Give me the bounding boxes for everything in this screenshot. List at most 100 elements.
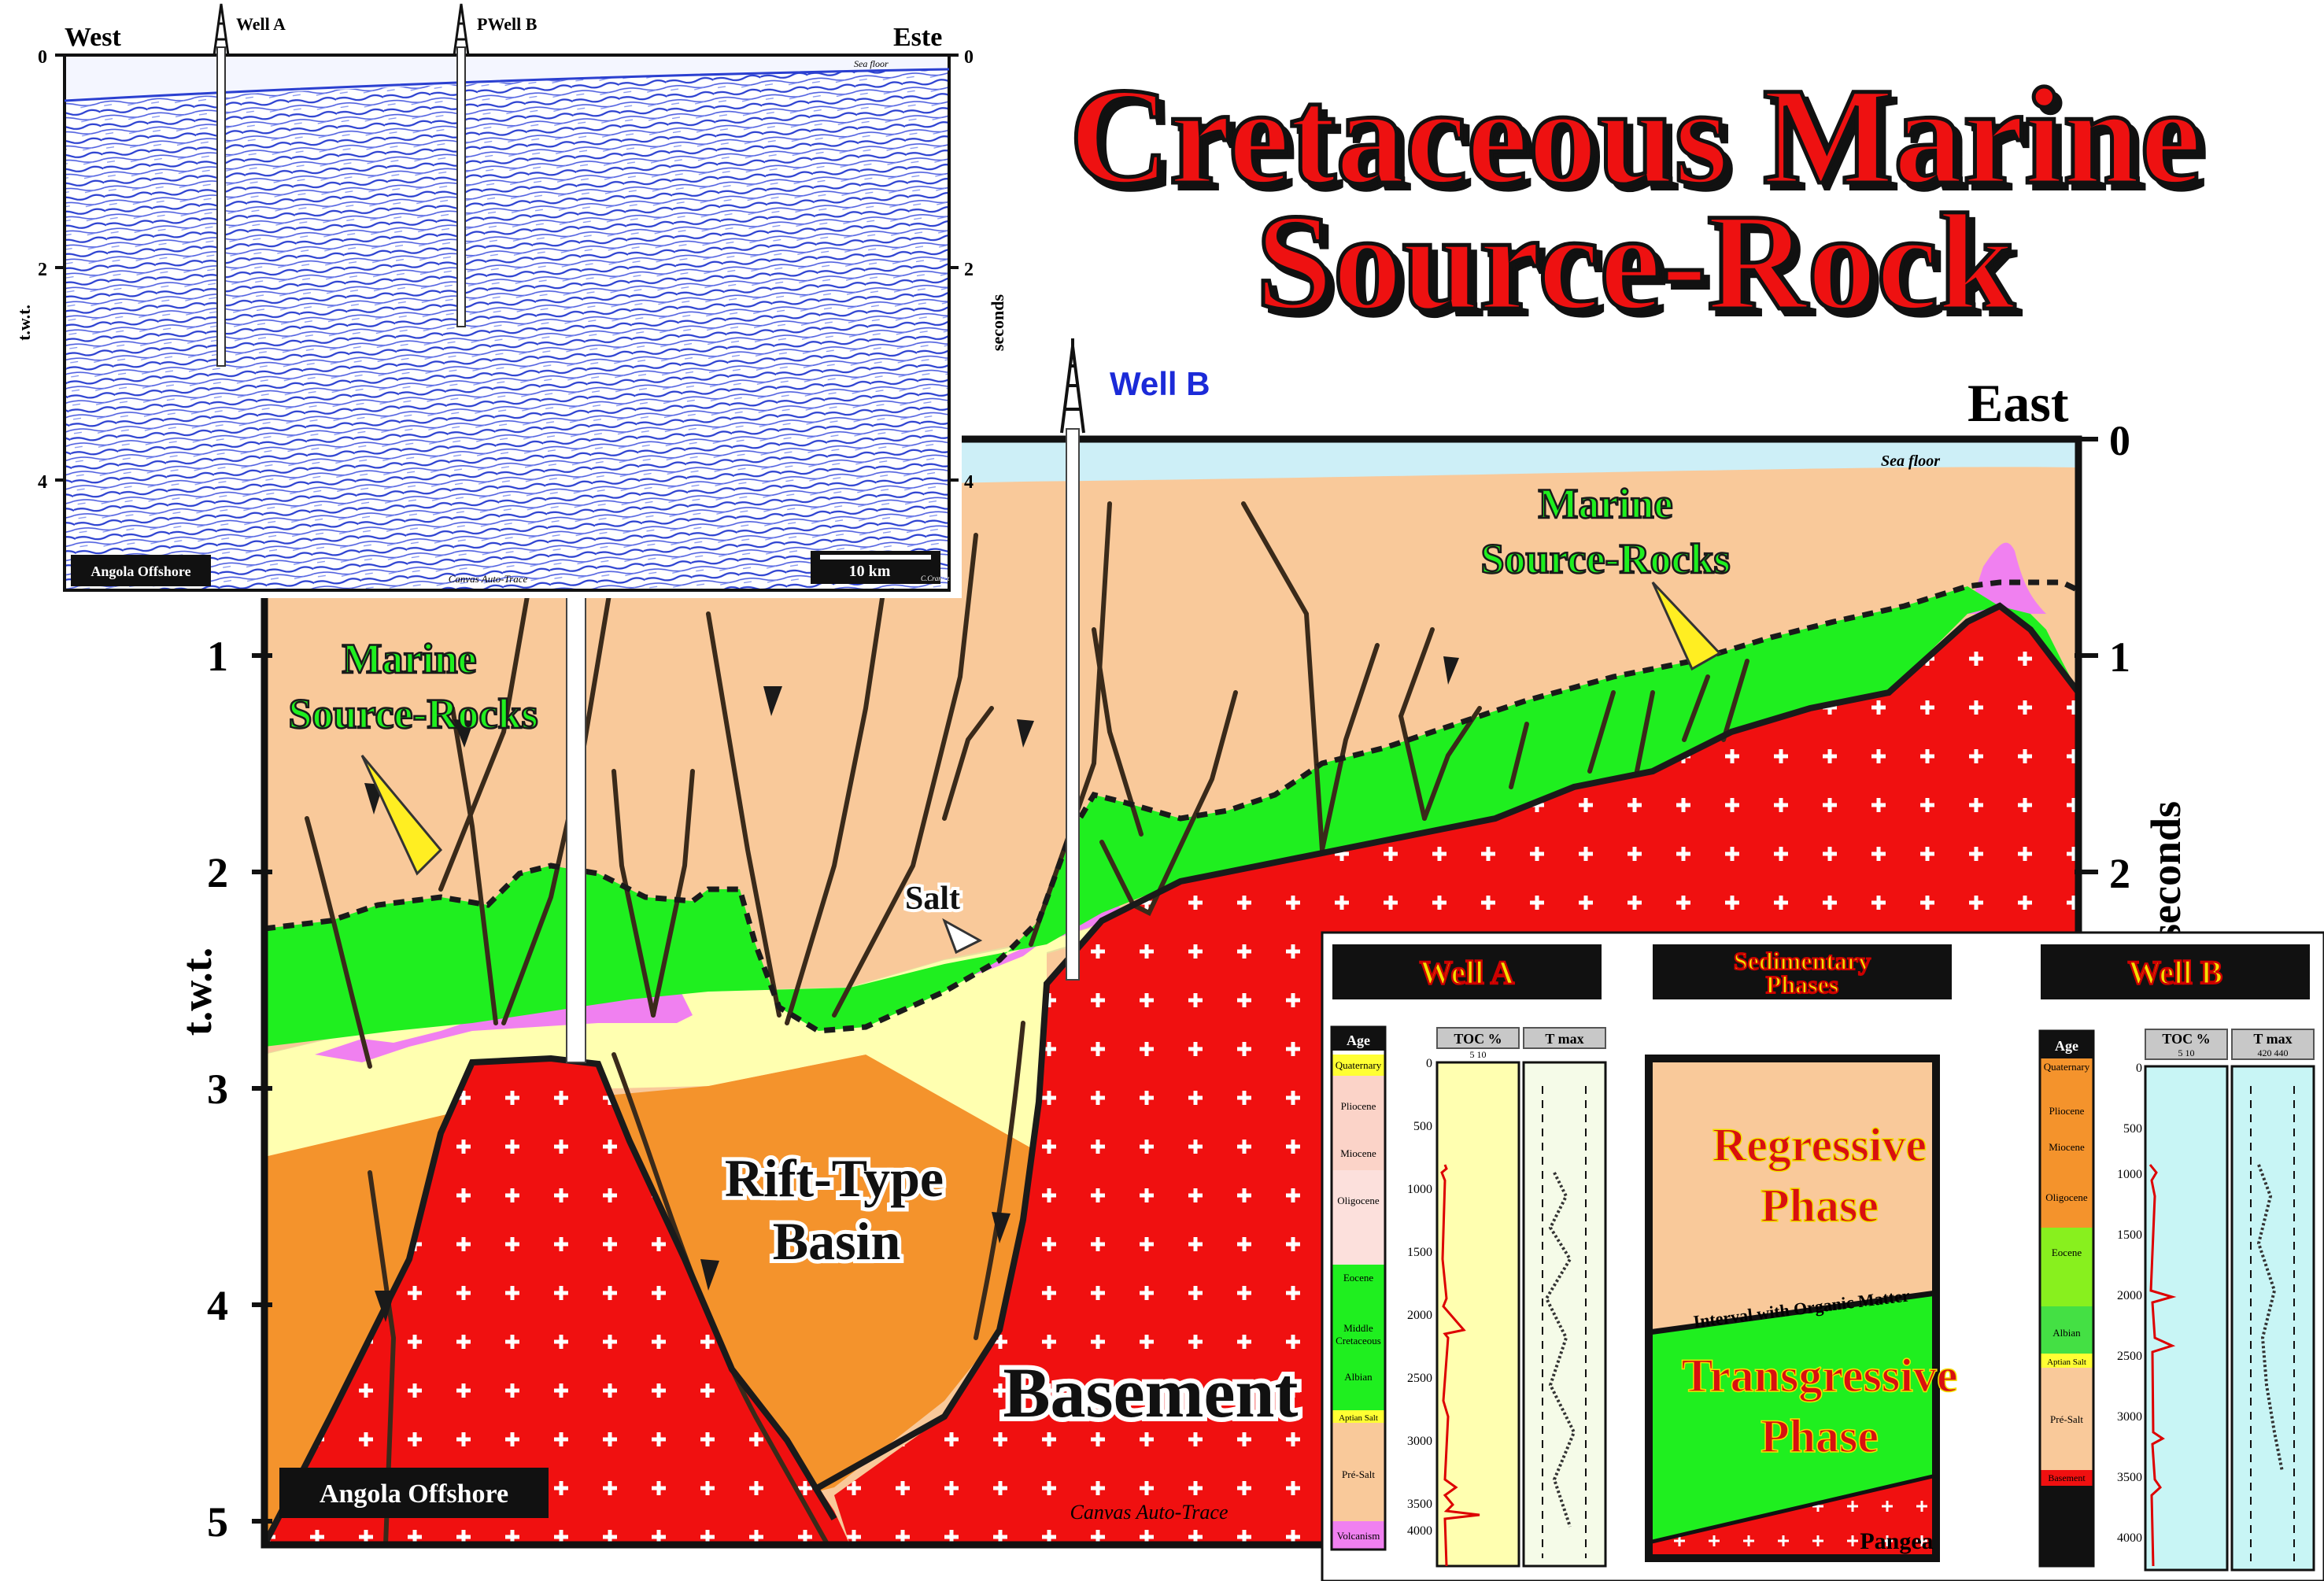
- section-right-ticks: [2075, 437, 2098, 874]
- fault-17: [1422, 706, 1482, 821]
- well-panel: [1321, 931, 2324, 1581]
- well-a-depth-2500: 2500: [1407, 1372, 1432, 1385]
- well-a-toc-header: TOC %: [1454, 1031, 1502, 1047]
- well-b-depth-3500: 3500: [2117, 1471, 2142, 1484]
- inset-watermark: Canvas Auto-Trace: [449, 573, 528, 585]
- well-b-depth-2500: 2500: [2117, 1350, 2142, 1363]
- phases-title-line1: Sedimentary: [1734, 947, 1871, 975]
- inset-tick-2: 2: [38, 260, 47, 280]
- fault-6: [611, 769, 656, 1018]
- basement-contact-line: [1648, 1473, 1937, 1545]
- tick-label-5: 5: [207, 1498, 228, 1546]
- fault-12: [1099, 690, 1238, 917]
- well-b-age-base-fill: [2040, 1486, 2093, 1566]
- section-left-axis-label: t.w.t.: [173, 947, 220, 1036]
- well-b-age-presalt: [2040, 1368, 2093, 1470]
- basement-label: Basement: [1003, 1354, 1299, 1432]
- inset-west-label: West: [65, 23, 121, 52]
- title-shadow-line1: Cretaceous Marine: [1076, 66, 2208, 220]
- tick-label-1: 1: [207, 633, 228, 680]
- source-rocks-left-line2: Source-Rocks: [289, 690, 538, 737]
- fault-20: [1635, 690, 1655, 774]
- well-a-depth-1000: 1000: [1407, 1183, 1432, 1196]
- seismic-frame: [63, 54, 951, 592]
- regressive-phase-fill: [1649, 1058, 1936, 1332]
- inset-well-a-borehole: [216, 46, 226, 367]
- well-b-depth-4000: 4000: [2117, 1531, 2142, 1545]
- well-a-age-label-cretaceous: Cretaceous: [1336, 1335, 1381, 1346]
- inset-credit: C.Cramez: [921, 574, 950, 582]
- well-a-age-header: Age: [1347, 1032, 1370, 1048]
- fault-arrow-7: [700, 1259, 719, 1291]
- inset-east-label: Este: [893, 23, 942, 52]
- well-a-age-column: [1330, 1025, 1387, 1551]
- well-a-age-label-oligocene: Oligocene: [1337, 1195, 1380, 1206]
- well-b-toc-header: TOC %: [2162, 1031, 2210, 1047]
- arrow-salt: [942, 918, 983, 955]
- well-a-depth-2000: 2000: [1407, 1309, 1432, 1322]
- phases-column: [1645, 1055, 1940, 1562]
- well-b-title: Well B: [2128, 955, 2222, 992]
- right-tick-label-0: 0: [2109, 417, 2130, 464]
- section-sea-floor-label: Sea floor: [1881, 453, 1940, 470]
- well-a-age-label-volcanism: Volcanism: [1337, 1530, 1380, 1542]
- well-a-tmax-track: [1522, 1061, 1607, 1568]
- fault-arrow-6: [375, 1291, 395, 1322]
- well-a-age-label-miocene: Miocene: [1340, 1147, 1376, 1159]
- regressive-phase-line2: Phase: [1761, 1180, 1879, 1232]
- well-b-depth-2000: 2000: [2117, 1289, 2142, 1302]
- transgressive-phase-fill: [1649, 1293, 1936, 1542]
- right-tick-label-2: 2: [2109, 850, 2130, 897]
- well-b-age-frame: [2038, 1029, 2095, 1568]
- well-a-depth-500: 500: [1413, 1120, 1432, 1133]
- well-a-tmax-header-box: [1523, 1027, 1606, 1049]
- well-a-age-labels: Quaternary Pliocene Miocene Oligocene Eo…: [1336, 1059, 1382, 1542]
- inset-well-b-derrick-icon: [453, 3, 470, 56]
- pangea-fill: [1649, 1476, 1936, 1558]
- well-a-depth-3000: 3000: [1407, 1435, 1432, 1448]
- well-a-logs: [1435, 1027, 1607, 1568]
- well-a-title-box: [1332, 944, 1602, 999]
- well-a-depth-labels: 0 500 1000 1500 2000 2500 3000 3500 4000: [1407, 1057, 1432, 1538]
- well-a-toc-curve: [1440, 1164, 1480, 1567]
- inset-right-tick-2: 2: [964, 260, 974, 280]
- fault-14: [1241, 501, 1325, 852]
- title-line1: Cretaceous Marine: [1070, 60, 2202, 213]
- fault-7: [651, 769, 695, 1018]
- well-b-age-albian: [2040, 1306, 2093, 1354]
- source-rocks-right-line2: Source-Rocks: [1481, 535, 1731, 582]
- well-a-age-miocene: [1332, 1131, 1385, 1170]
- well-a-age-pliocene: [1332, 1076, 1385, 1131]
- well-b-derrick-icon: [1060, 338, 1085, 434]
- fault-3: [438, 549, 538, 892]
- fault-8: [706, 611, 781, 1018]
- well-b-tmax-header: T max: [2253, 1031, 2292, 1047]
- inset-ticks: [55, 54, 959, 482]
- section-left-ticks: [252, 653, 272, 1524]
- well-b-tmax-curve: [2256, 1164, 2284, 1472]
- title-shadow-line2: Source-Rock: [1262, 192, 2022, 345]
- well-b-toc-scale: 5 10: [2178, 1047, 2195, 1058]
- inset-tick-0: 0: [38, 47, 47, 68]
- well-b-age-basement: [2040, 1470, 2093, 1486]
- source-rocks-left-line1: Marine: [342, 635, 477, 682]
- fault-24: [974, 1021, 1025, 1340]
- well-a-age-presalt: [1332, 1423, 1385, 1521]
- pangea-label: Pangea: [1860, 1528, 1933, 1554]
- well-b-depth-0: 0: [2136, 1062, 2142, 1075]
- well-a-toc-scale: 5 10: [1470, 1049, 1487, 1060]
- well-b-depth-1000: 1000: [2117, 1168, 2142, 1181]
- well-a-age-cretaceous: [1332, 1265, 1385, 1410]
- basement-left-horst: [264, 1058, 850, 1545]
- title-line2: Source-Rock: [1256, 186, 2015, 339]
- section-location-label: Angola Offshore: [320, 1479, 508, 1509]
- source-rocks-left-label: Marine Source-Rocks: [287, 634, 539, 739]
- inset-well-b-borehole: [456, 46, 466, 327]
- source-rocks-right-label: Marine Source-Rocks: [1480, 479, 1731, 584]
- inset-right-tick-0: 0: [964, 47, 974, 68]
- well-b-age-label-miocene: Miocene: [2049, 1141, 2085, 1153]
- inset-well-a-derrick-icon: [212, 3, 230, 56]
- fault-lines: [305, 501, 1749, 1547]
- arrow-source-right: [1651, 581, 1722, 671]
- well-b-depth-1500: 1500: [2117, 1228, 2142, 1242]
